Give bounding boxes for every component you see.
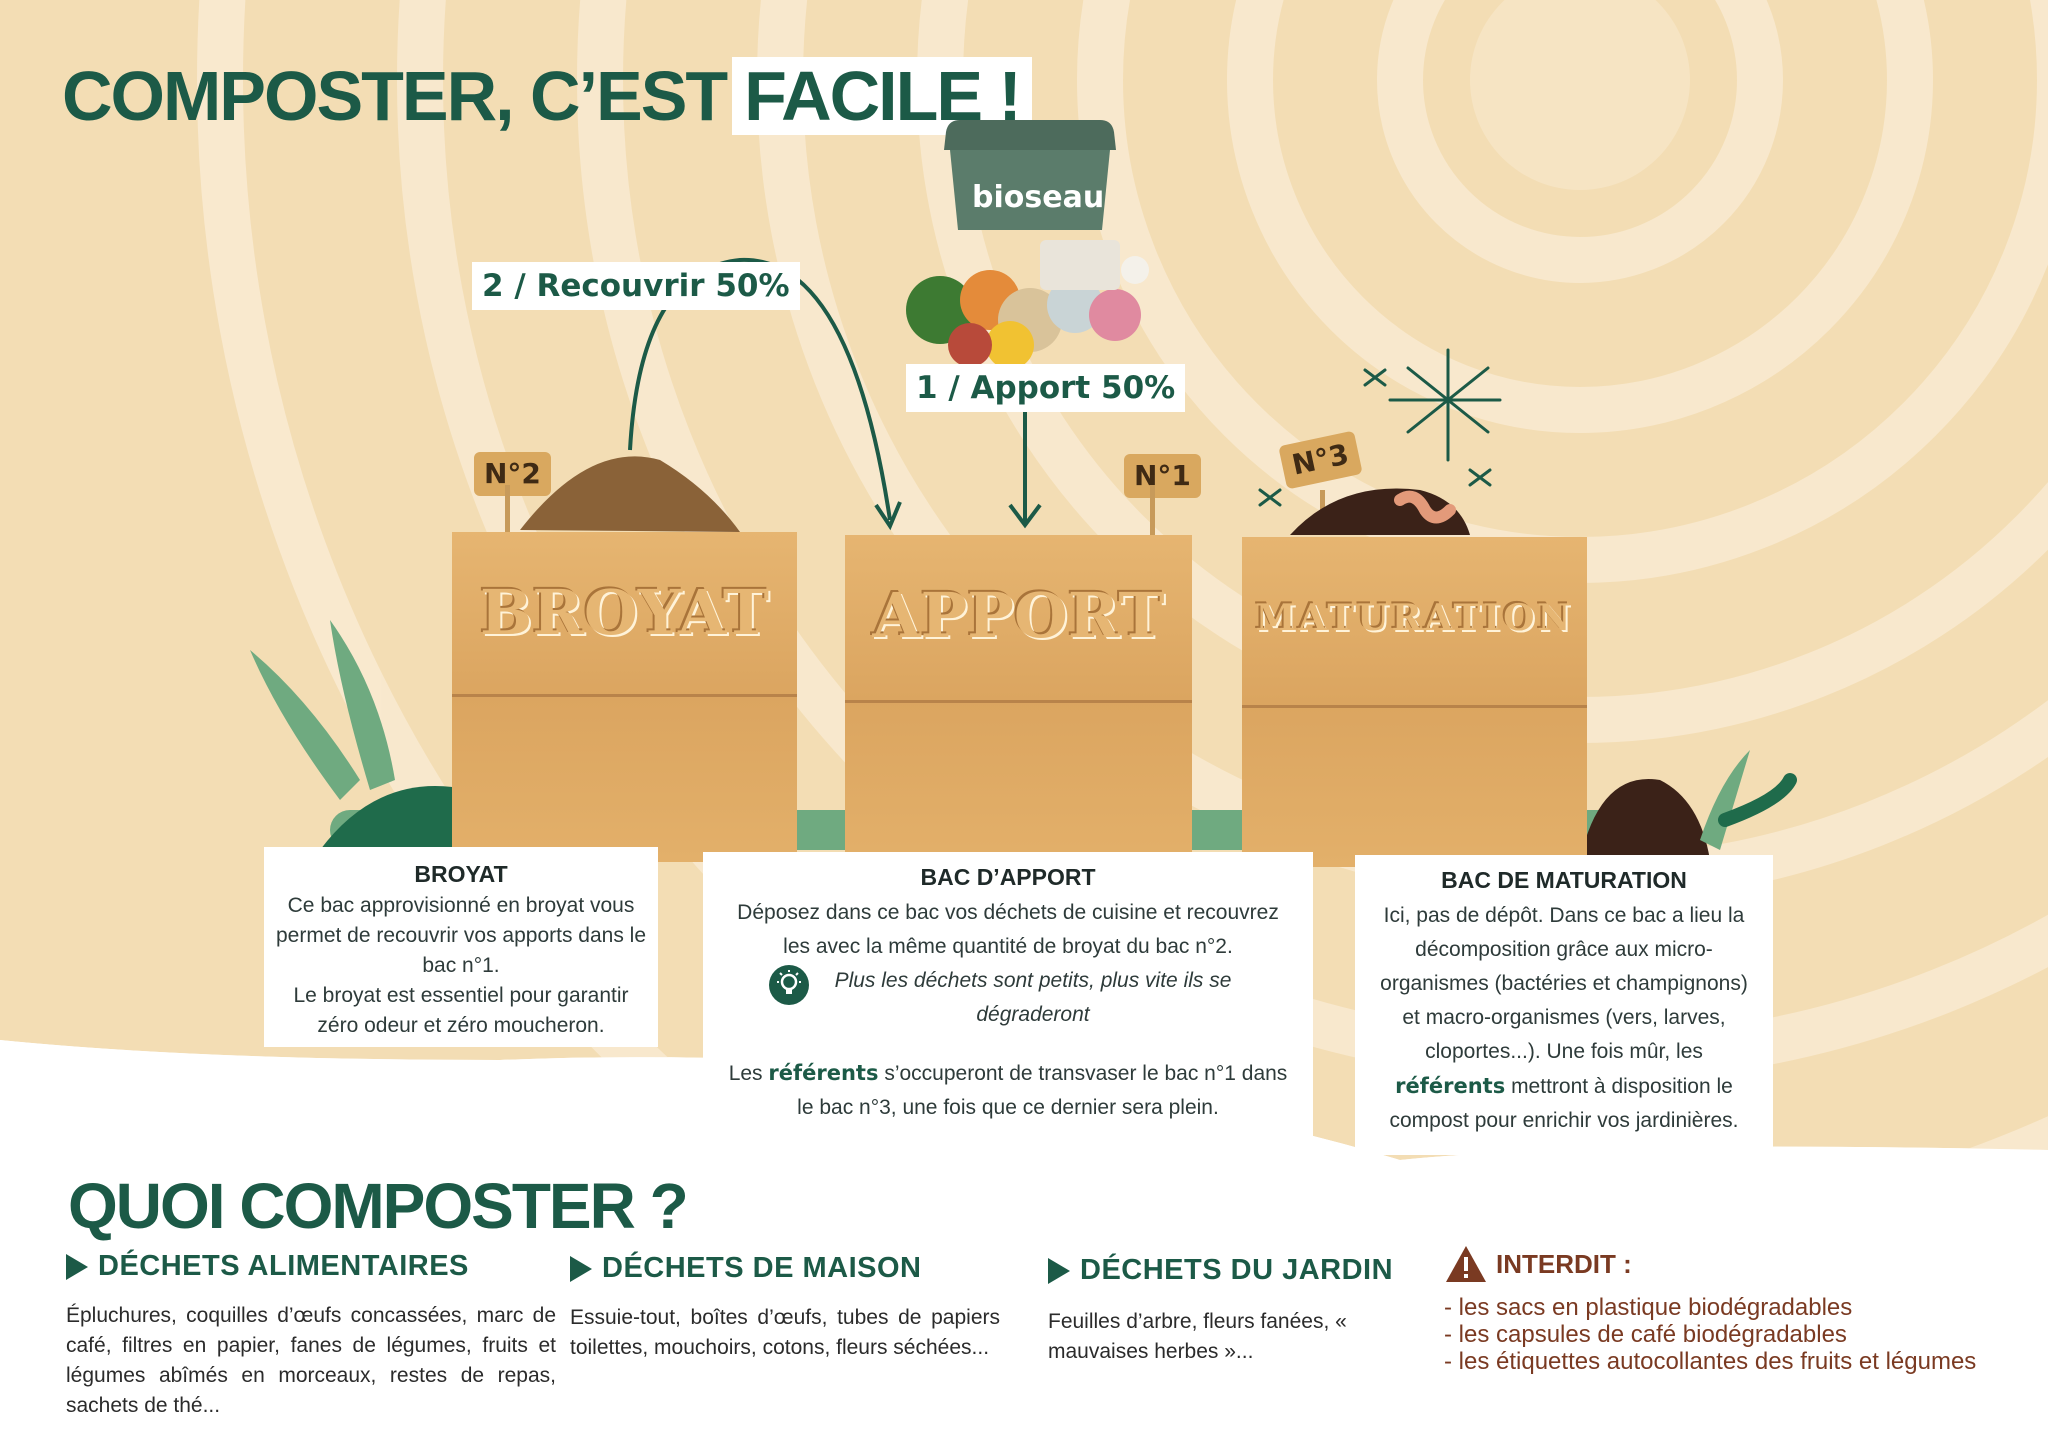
column-alimentaires: DÉCHETS ALIMENTAIRES Épluchures, coquill…	[66, 1250, 556, 1421]
forbidden-heading: INTERDIT :	[1444, 1244, 2004, 1284]
crate-word-maturation: MATURATION	[1255, 597, 1574, 639]
column-jardin-heading: DÉCHETS DU JARDIN	[1048, 1254, 1428, 1287]
triangle-bullet-icon	[570, 1255, 592, 1282]
column-maison-heading: DÉCHETS DE MAISON	[570, 1252, 1000, 1285]
column-jardin: DÉCHETS DU JARDIN Feuilles d’arbre, fleu…	[1048, 1254, 1428, 1367]
card-maturation-text-post: mettront à disposition le compost pour e…	[1389, 1075, 1739, 1132]
step-recouvrir-label: 2 / Recouvrir 50%	[472, 262, 800, 310]
forbidden-box: INTERDIT : - les sacs en plastique biodé…	[1444, 1244, 2004, 1375]
card-apport-text2: Les référents s’occuperont de transvaser…	[725, 1056, 1291, 1125]
card-broyat-text2: Le broyat est essentiel pour garantir zé…	[293, 984, 629, 1037]
column-alimentaires-heading: DÉCHETS ALIMENTAIRES	[66, 1250, 556, 1283]
column-alimentaires-title: DÉCHETS ALIMENTAIRES	[98, 1250, 469, 1282]
lightbulb-icon	[769, 965, 809, 1005]
card-apport-tip-text: Plus les déchets sont petits, plus vite …	[834, 969, 1232, 1026]
crate-tag-broyat: N°2	[474, 452, 551, 496]
bioseau-illustration	[906, 120, 1149, 369]
card-apport-text1: Déposez dans ce bac vos déchets de cuisi…	[737, 901, 1279, 958]
triangle-bullet-icon	[66, 1253, 88, 1280]
column-jardin-text: Feuilles d’arbre, fleurs fanées, « mauva…	[1048, 1310, 1347, 1363]
recouvrir-arrow	[628, 257, 1042, 531]
card-broyat-text1: Ce bac approvisionné en broyat vous perm…	[275, 894, 646, 977]
step-apport-label: 1 / Apport 50%	[906, 364, 1186, 412]
forbidden-item: - les sacs en plastique biodégradables	[1444, 1294, 1853, 1321]
forbidden-title: INTERDIT :	[1496, 1248, 1632, 1279]
column-maison-title: DÉCHETS DE MAISON	[602, 1252, 922, 1284]
card-apport: BAC D’APPORT Déposez dans ce bac vos déc…	[703, 852, 1313, 1154]
column-maison: DÉCHETS DE MAISON Essuie-tout, boîtes d’…	[570, 1252, 1000, 1363]
card-broyat-title: BROYAT	[414, 861, 508, 887]
forbidden-list: - les sacs en plastique biodégradables -…	[1444, 1294, 2004, 1375]
card-apport-title: BAC D’APPORT	[920, 864, 1096, 890]
crate-word-broyat: BROYAT	[479, 576, 770, 649]
card-apport-referents: référents	[768, 1061, 879, 1085]
section-title: QUOI COMPOSTER ?	[68, 1170, 689, 1242]
crate-apport: APPORT	[845, 535, 1192, 865]
crate-broyat: BROYAT	[452, 532, 797, 862]
card-maturation-referents: référents	[1395, 1074, 1506, 1098]
forbidden-item: - les capsules de café biodégradables	[1444, 1321, 1847, 1348]
bioseau-label: bioseau	[972, 180, 1105, 215]
crate-contents	[505, 456, 1470, 540]
warning-icon	[1446, 1246, 1486, 1282]
column-alimentaires-text: Épluchures, coquilles d’œufs concassées,…	[66, 1304, 556, 1417]
column-jardin-title: DÉCHETS DU JARDIN	[1080, 1254, 1394, 1286]
crate-maturation: MATURATION	[1242, 537, 1587, 867]
card-broyat: BROYAT Ce bac approvisionné en broyat vo…	[264, 847, 658, 1047]
forbidden-item: - les étiquettes autocollantes des fruit…	[1444, 1348, 1977, 1375]
card-maturation-text-pre: Ici, pas de dépôt. Dans ce bac a lieu la…	[1380, 904, 1748, 1063]
card-maturation: BAC DE MATURATION Ici, pas de dépôt. Dan…	[1355, 855, 1773, 1155]
column-maison-text: Essuie-tout, boîtes d’œufs, tubes de pap…	[570, 1306, 1000, 1359]
crate-word-apport: APPORT	[872, 579, 1165, 652]
card-maturation-text: Ici, pas de dépôt. Dans ce bac a lieu la…	[1369, 899, 1759, 1138]
triangle-bullet-icon	[1048, 1257, 1070, 1284]
card-apport-text2-pre: Les	[728, 1062, 763, 1085]
title-prefix: COMPOSTER, C’EST	[62, 57, 728, 135]
card-apport-text2-post: s’occuperont de transvaser le bac n°1 da…	[797, 1062, 1288, 1119]
card-apport-tip: Plus les déchets sont petits, plus vite …	[725, 964, 1291, 1032]
crate-tag-apport: N°1	[1124, 454, 1201, 498]
card-maturation-title: BAC DE MATURATION	[1441, 867, 1687, 893]
